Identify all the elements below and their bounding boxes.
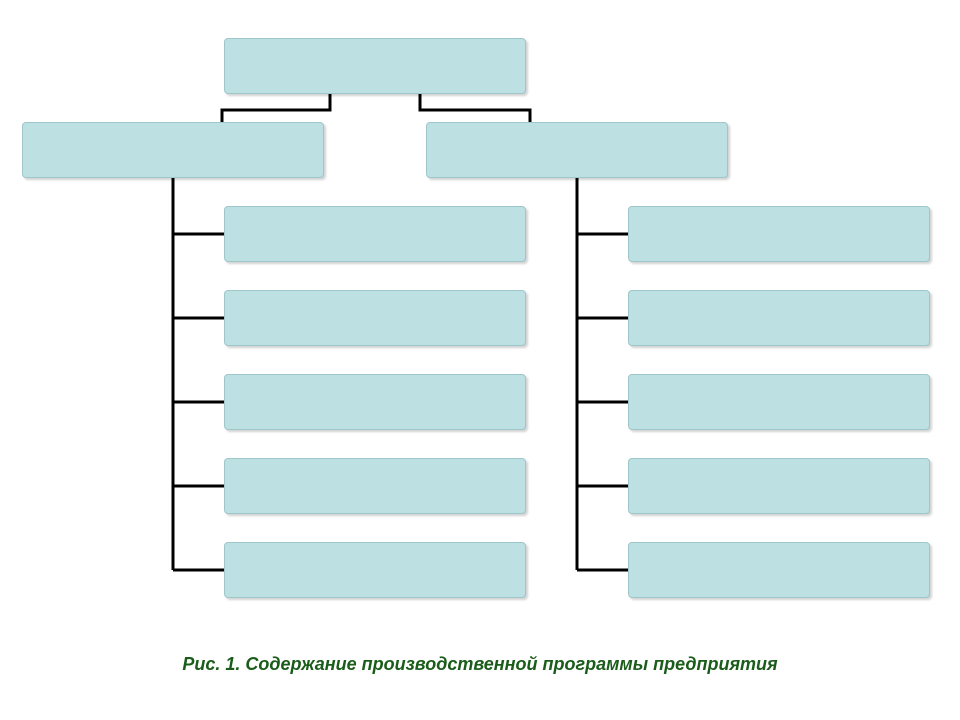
right-child-node-4: [628, 458, 930, 514]
left-child-node-3: [224, 374, 526, 430]
root-node: [224, 38, 526, 94]
right-branch-node: [426, 122, 728, 178]
left-child-node-5: [224, 542, 526, 598]
connector-root-right: [418, 94, 532, 122]
left-branch-node: [22, 122, 324, 178]
connector-root-left: [220, 94, 332, 122]
right-child-node-3: [628, 374, 930, 430]
figure-caption: Рис. 1. Содержание производственной прог…: [182, 654, 778, 674]
left-child-node-2: [224, 290, 526, 346]
left-child-node-4: [224, 458, 526, 514]
right-child-node-5: [628, 542, 930, 598]
right-child-node-1: [628, 206, 930, 262]
right-child-node-2: [628, 290, 930, 346]
left-child-node-1: [224, 206, 526, 262]
